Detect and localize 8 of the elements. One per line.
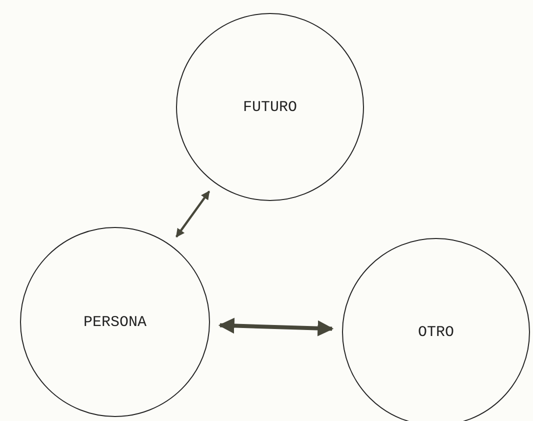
circle-label: FUTURO [242, 98, 297, 116]
circle-label: PERSONA [83, 314, 146, 330]
circle [20, 227, 210, 417]
double-arrow [176, 190, 210, 238]
double-arrow [218, 318, 334, 336]
circle [176, 13, 364, 201]
circle-label: OTRO [418, 324, 454, 340]
circle [342, 238, 530, 421]
